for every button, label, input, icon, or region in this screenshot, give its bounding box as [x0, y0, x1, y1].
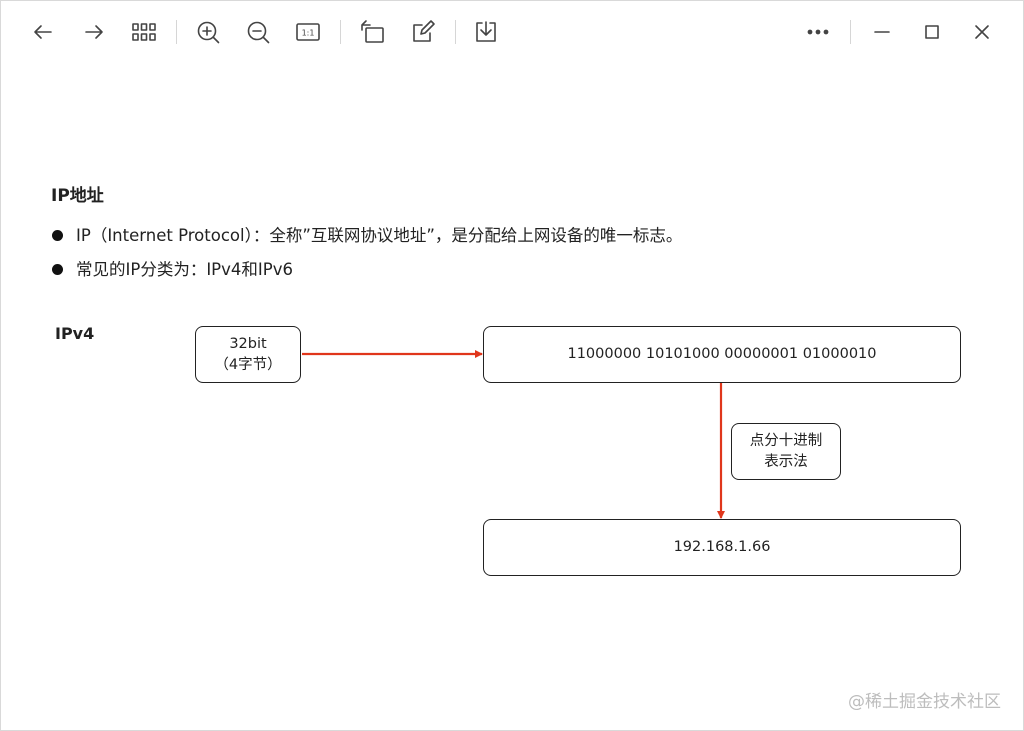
list-item: IP（Internet Protocol）：全称”互联网协议地址”，是分配给上网…: [51, 225, 682, 259]
toolbar-separator: [850, 20, 851, 44]
grid-icon[interactable]: [129, 17, 159, 47]
zoom-in-icon[interactable]: [193, 17, 223, 47]
bullet-text: 常见的IP分类为：IPv4和IPv6: [76, 260, 293, 279]
bullet-dot: [52, 264, 63, 275]
bullet-list: IP（Internet Protocol）：全称”互联网协议地址”，是分配给上网…: [51, 225, 682, 293]
actual-size-label: 1:1: [302, 29, 315, 38]
box-32bit-line2: （4字节）: [214, 356, 282, 373]
conversion-line1: 点分十进制: [749, 432, 823, 449]
toolbar-separator: [340, 20, 341, 44]
edit-icon[interactable]: [408, 17, 438, 47]
close-icon[interactable]: [967, 17, 997, 47]
image-canvas: IP地址 IP（Internet Protocol）：全称”互联网协议地址”，是…: [1, 63, 1023, 730]
box-decimal-address: 192.168.1.66: [483, 519, 961, 576]
bullet-text: IP（Internet Protocol）：全称”互联网协议地址”，是分配给上网…: [76, 226, 683, 245]
box-conversion-label: 点分十进制 表示法: [731, 423, 841, 480]
more-icon[interactable]: [803, 17, 833, 47]
decimal-address-text: 192.168.1.66: [673, 539, 771, 555]
diagram-arrows: [302, 350, 725, 519]
box-binary-address: 11000000 10101000 00000001 01000010: [483, 326, 961, 383]
ipv4-label: IPv4: [55, 324, 95, 343]
binary-address-text: 11000000 10101000 00000001 01000010: [567, 346, 877, 362]
zoom-out-icon[interactable]: [243, 17, 273, 47]
watermark: @稀土掘金技术社区: [848, 692, 1001, 712]
actual-size-icon[interactable]: 1:1: [293, 17, 323, 47]
maximize-icon[interactable]: [917, 17, 947, 47]
toolbar-separator: [455, 20, 456, 44]
bullet-dot: [52, 230, 63, 241]
download-icon[interactable]: [471, 17, 501, 47]
box-32bit: 32bit （4字节）: [195, 326, 301, 383]
box-32bit-line1: 32bit: [229, 335, 267, 352]
forward-arrow-icon[interactable]: [79, 17, 109, 47]
back-arrow-icon[interactable]: [28, 17, 58, 47]
rotate-icon[interactable]: [358, 17, 388, 47]
toolbar: 1:1: [1, 1, 1023, 63]
list-item: 常见的IP分类为：IPv4和IPv6: [51, 259, 682, 293]
slide-title: IP地址: [51, 186, 104, 206]
toolbar-separator: [176, 20, 177, 44]
conversion-line2: 表示法: [764, 453, 808, 470]
minimize-icon[interactable]: [867, 17, 897, 47]
